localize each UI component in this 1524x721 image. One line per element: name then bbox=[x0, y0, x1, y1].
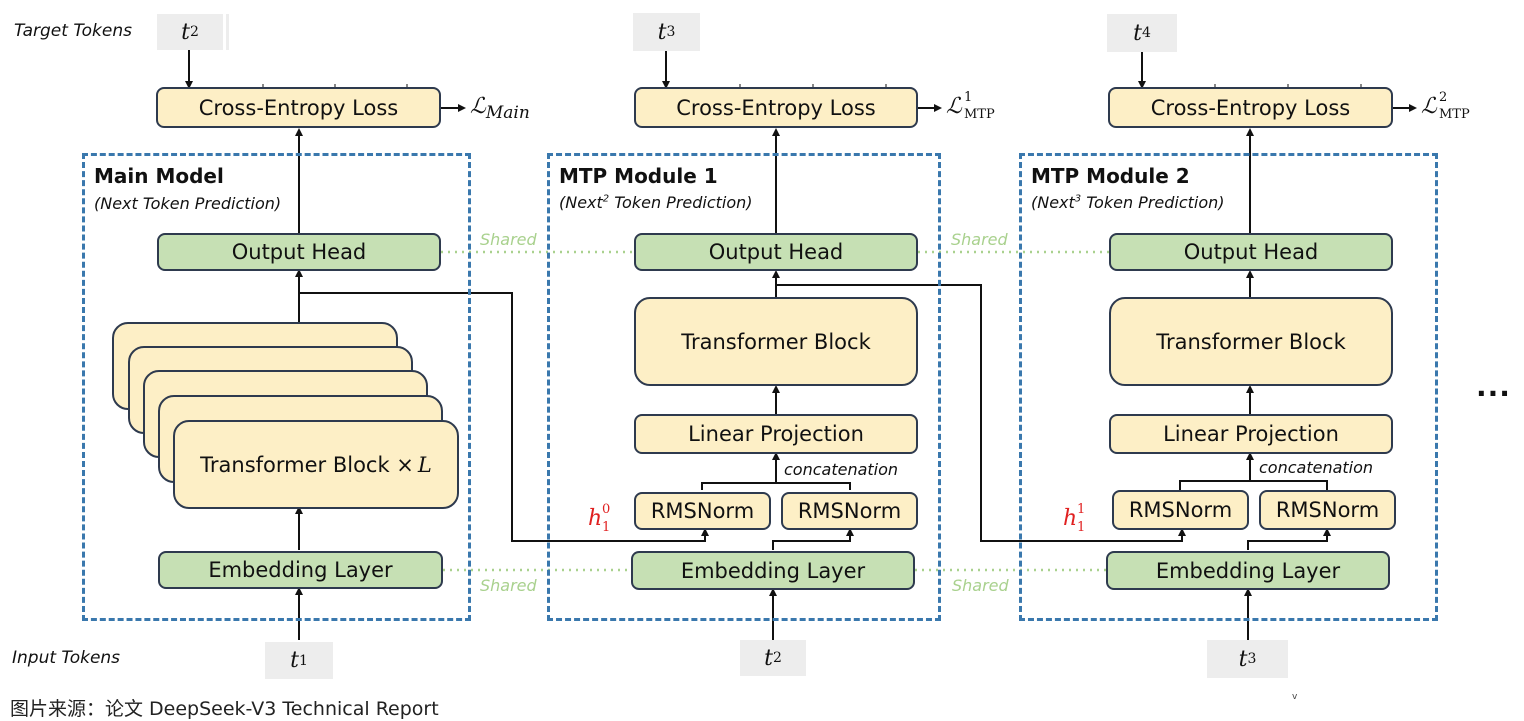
embedding-layer-mtp2: Embedding Layer bbox=[1106, 551, 1390, 590]
token-base: t bbox=[1133, 20, 1142, 46]
mtp-module-1-title: MTP Module 1 bbox=[559, 164, 718, 188]
wire-mtp1-emb-rms bbox=[772, 528, 854, 550]
shared-label-emb-1: Shared bbox=[480, 576, 537, 595]
subtitle-pre: (Next bbox=[1031, 193, 1075, 212]
loss-mtp1-symbol: ℒ 1 MTP bbox=[946, 90, 1006, 124]
subtitle-sup: 3 bbox=[1074, 193, 1082, 205]
rmsnorm-right-mtp2: RMSNorm bbox=[1259, 490, 1396, 530]
ellipsis-more-modules: ... bbox=[1476, 370, 1511, 403]
transformer-block-main: Transformer Block × L bbox=[173, 420, 459, 509]
linear-projection-mtp2: Linear Projection bbox=[1109, 414, 1393, 454]
subtitle-post: Token Prediction) bbox=[1081, 193, 1225, 212]
token-sub: 1 bbox=[298, 652, 308, 669]
shared-label-emb-2: Shared bbox=[952, 576, 1009, 595]
linear-projection-mtp1: Linear Projection bbox=[634, 414, 918, 454]
transformer-block-mtp1: Transformer Block bbox=[634, 297, 918, 386]
main-model-subtitle: (Next Token Prediction) bbox=[94, 194, 282, 213]
loss-glyph: ℒ bbox=[946, 94, 962, 119]
wire-mtp2-emb-rms bbox=[1247, 528, 1331, 550]
subtitle-post: Token Prediction) bbox=[609, 193, 753, 212]
token-base: t bbox=[764, 645, 773, 671]
token-base: t bbox=[657, 19, 667, 45]
token-sub: 2 bbox=[189, 24, 199, 40]
token-sub: 3 bbox=[1247, 651, 1257, 667]
transformer-label: Transformer Block × bbox=[200, 452, 414, 477]
token-base: t bbox=[290, 648, 299, 673]
stray-mark: v bbox=[1292, 692, 1298, 702]
hidden-state-h1-0: h 0 1 bbox=[588, 502, 618, 536]
wire-mtp2-concat bbox=[1179, 480, 1328, 490]
loss-sup: 2 bbox=[1439, 90, 1448, 105]
output-head-mtp1: Output Head bbox=[634, 233, 918, 271]
hidden-sup: 0 bbox=[602, 502, 611, 517]
main-model-container bbox=[82, 153, 471, 621]
output-head-mtp2: Output Head bbox=[1109, 233, 1393, 271]
token-base: t bbox=[181, 19, 190, 45]
loss-sub: MTP bbox=[964, 107, 995, 122]
transformer-block-mtp2: Transformer Block bbox=[1109, 297, 1393, 386]
loss-sup: 1 bbox=[964, 90, 973, 105]
mtp-module-2-title: MTP Module 2 bbox=[1031, 164, 1190, 188]
mtp-module-2-container bbox=[1019, 153, 1438, 621]
figure-caption: 图片来源：论文 DeepSeek-V3 Technical Report bbox=[10, 698, 439, 720]
mtp-module-1-container bbox=[547, 153, 941, 621]
hidden-state-h1-1: h 1 1 bbox=[1063, 502, 1093, 536]
loss-sub: MTP bbox=[1439, 107, 1470, 122]
wire-h1-1 bbox=[776, 284, 1186, 542]
embedding-layer-main: Embedding Layer bbox=[158, 551, 443, 589]
input-tokens-label: Input Tokens bbox=[12, 648, 121, 668]
cross-entropy-loss-main: Cross-Entropy Loss bbox=[156, 87, 441, 128]
loss-sub: Main bbox=[485, 103, 530, 123]
concatenation-label-mtp1: concatenation bbox=[784, 460, 899, 479]
token-sub: 2 bbox=[772, 650, 782, 666]
hidden-sub: 1 bbox=[602, 520, 611, 535]
loss-main-symbol: ℒMain bbox=[470, 94, 530, 123]
subtitle-sup: 2 bbox=[602, 193, 610, 205]
hidden-base: h bbox=[588, 506, 603, 531]
hidden-sub: 1 bbox=[1077, 520, 1086, 535]
rmsnorm-right-mtp1: RMSNorm bbox=[781, 492, 918, 530]
token-divider bbox=[226, 14, 229, 50]
shared-label-head-2: Shared bbox=[951, 230, 1008, 249]
wire-h1-0 bbox=[299, 292, 709, 542]
shared-label-head-1: Shared bbox=[480, 230, 537, 249]
target-tokens-label: Target Tokens bbox=[14, 21, 132, 41]
transformer-var: L bbox=[417, 452, 432, 477]
concatenation-label-mtp2: concatenation bbox=[1259, 458, 1374, 477]
mtp-module-1-subtitle: (Next2 Token Prediction) bbox=[559, 193, 753, 212]
hidden-base: h bbox=[1063, 506, 1078, 531]
token-sub: 4 bbox=[1141, 25, 1151, 41]
loss-glyph: ℒ bbox=[470, 94, 486, 119]
embedding-layer-mtp1: Embedding Layer bbox=[631, 551, 915, 590]
output-head-main: Output Head bbox=[157, 233, 441, 271]
main-model-title: Main Model bbox=[94, 164, 224, 188]
hidden-sup: 1 bbox=[1077, 502, 1086, 517]
token-sub: 3 bbox=[666, 24, 676, 40]
mtp-module-2-subtitle: (Next3 Token Prediction) bbox=[1031, 193, 1225, 212]
loss-mtp2-symbol: ℒ 2 MTP bbox=[1421, 90, 1481, 124]
subtitle-pre: (Next bbox=[559, 193, 603, 212]
rmsnorm-left-mtp1: RMSNorm bbox=[634, 492, 771, 530]
token-base: t bbox=[1238, 646, 1248, 672]
loss-glyph: ℒ bbox=[1421, 94, 1437, 119]
cross-entropy-loss-mtp1: Cross-Entropy Loss bbox=[634, 87, 918, 128]
rmsnorm-left-mtp2: RMSNorm bbox=[1112, 490, 1249, 530]
cross-entropy-loss-mtp2: Cross-Entropy Loss bbox=[1108, 87, 1393, 128]
